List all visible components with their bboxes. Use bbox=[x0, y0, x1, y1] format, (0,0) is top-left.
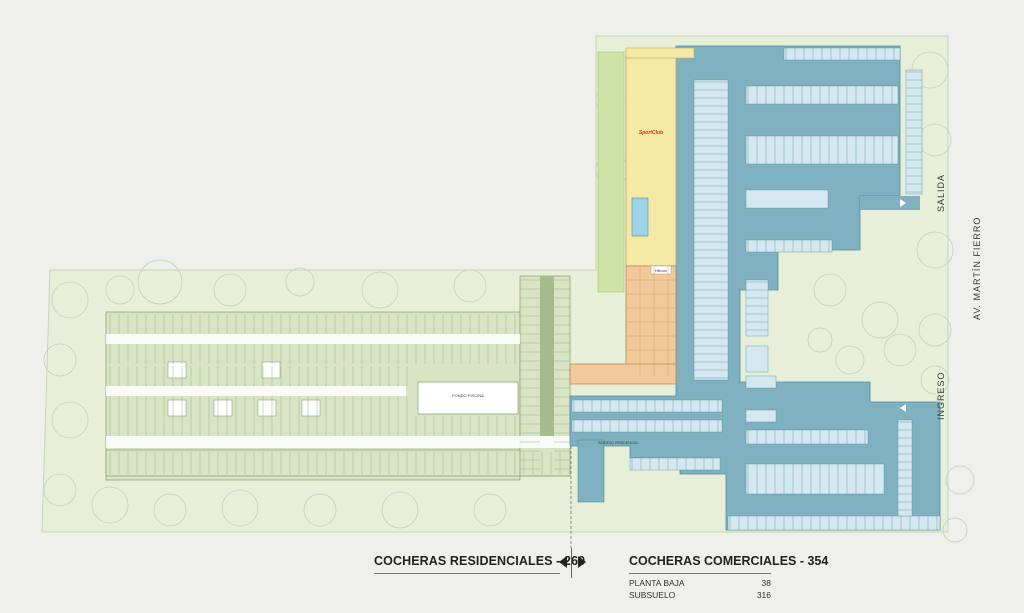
street-label: AV. MARTÍN FIERRO bbox=[972, 217, 982, 320]
tree-outline bbox=[105, 275, 135, 305]
tree-outline bbox=[153, 493, 187, 527]
tree-outline bbox=[43, 343, 77, 377]
tree-outline bbox=[137, 259, 183, 305]
tree-outline bbox=[213, 273, 247, 307]
tree-outline bbox=[807, 327, 833, 353]
sportclub-logo: SportClub bbox=[639, 130, 663, 136]
legend-divider bbox=[571, 548, 572, 578]
legend: COCHERAS RESIDENCIALES - 260 COCHERAS CO… bbox=[0, 548, 1024, 613]
legend-underline-left bbox=[374, 573, 560, 574]
legend-row-value: 38 bbox=[761, 578, 771, 588]
tree-outline bbox=[453, 269, 487, 303]
entry-arrow bbox=[900, 404, 906, 412]
tree-outline bbox=[473, 493, 507, 527]
pool-label: FONDO PISCINA bbox=[452, 393, 484, 398]
tree-outline bbox=[303, 493, 337, 527]
tree-outline bbox=[813, 273, 847, 307]
tree-outline bbox=[835, 345, 865, 375]
legend-underline-right bbox=[629, 573, 771, 574]
legend-row-label: PLANTA BAJA bbox=[629, 578, 685, 588]
tree-outline bbox=[221, 489, 259, 527]
green-strip bbox=[597, 51, 625, 293]
legend-row-label: SUBSUELO bbox=[629, 590, 676, 600]
residential-parking: FONDO PISCINA bbox=[105, 275, 571, 481]
tree-outline bbox=[285, 267, 315, 297]
residential-ramp bbox=[577, 439, 605, 503]
legend-residential: COCHERAS RESIDENCIALES - 260 bbox=[374, 554, 586, 568]
site-plan: FONDO PISCINA bbox=[41, 35, 982, 548]
tree-outline bbox=[942, 517, 968, 543]
tree-outline bbox=[883, 333, 917, 367]
commercial-building: Hiltoun bbox=[569, 265, 677, 385]
tree-outline bbox=[918, 313, 952, 347]
tree-outline bbox=[916, 231, 954, 269]
hiltoun-label: Hiltoun bbox=[655, 268, 667, 273]
tree-outline bbox=[51, 281, 89, 319]
tree-outline bbox=[920, 365, 950, 395]
exit-arrow bbox=[900, 199, 906, 207]
arrow-right-icon bbox=[578, 556, 586, 568]
tree-outline bbox=[91, 486, 129, 524]
commercial-parking bbox=[569, 45, 941, 531]
tree-outline bbox=[43, 473, 77, 507]
tree-outline bbox=[945, 465, 975, 495]
tree-outline bbox=[51, 401, 89, 439]
legend-commercial: COCHERAS COMERCIALES - 354 bbox=[629, 554, 829, 568]
residential-access-label: INGRESO RESIDENCIAL bbox=[598, 441, 639, 445]
tree-outline bbox=[861, 301, 899, 339]
arrow-left-icon bbox=[559, 556, 567, 568]
legend-row-value: 316 bbox=[756, 590, 771, 600]
tree-outline bbox=[361, 271, 399, 309]
exit-label: SALIDA bbox=[936, 174, 946, 212]
tree-outline bbox=[381, 491, 419, 529]
entry-label: INGRESO bbox=[936, 371, 946, 420]
